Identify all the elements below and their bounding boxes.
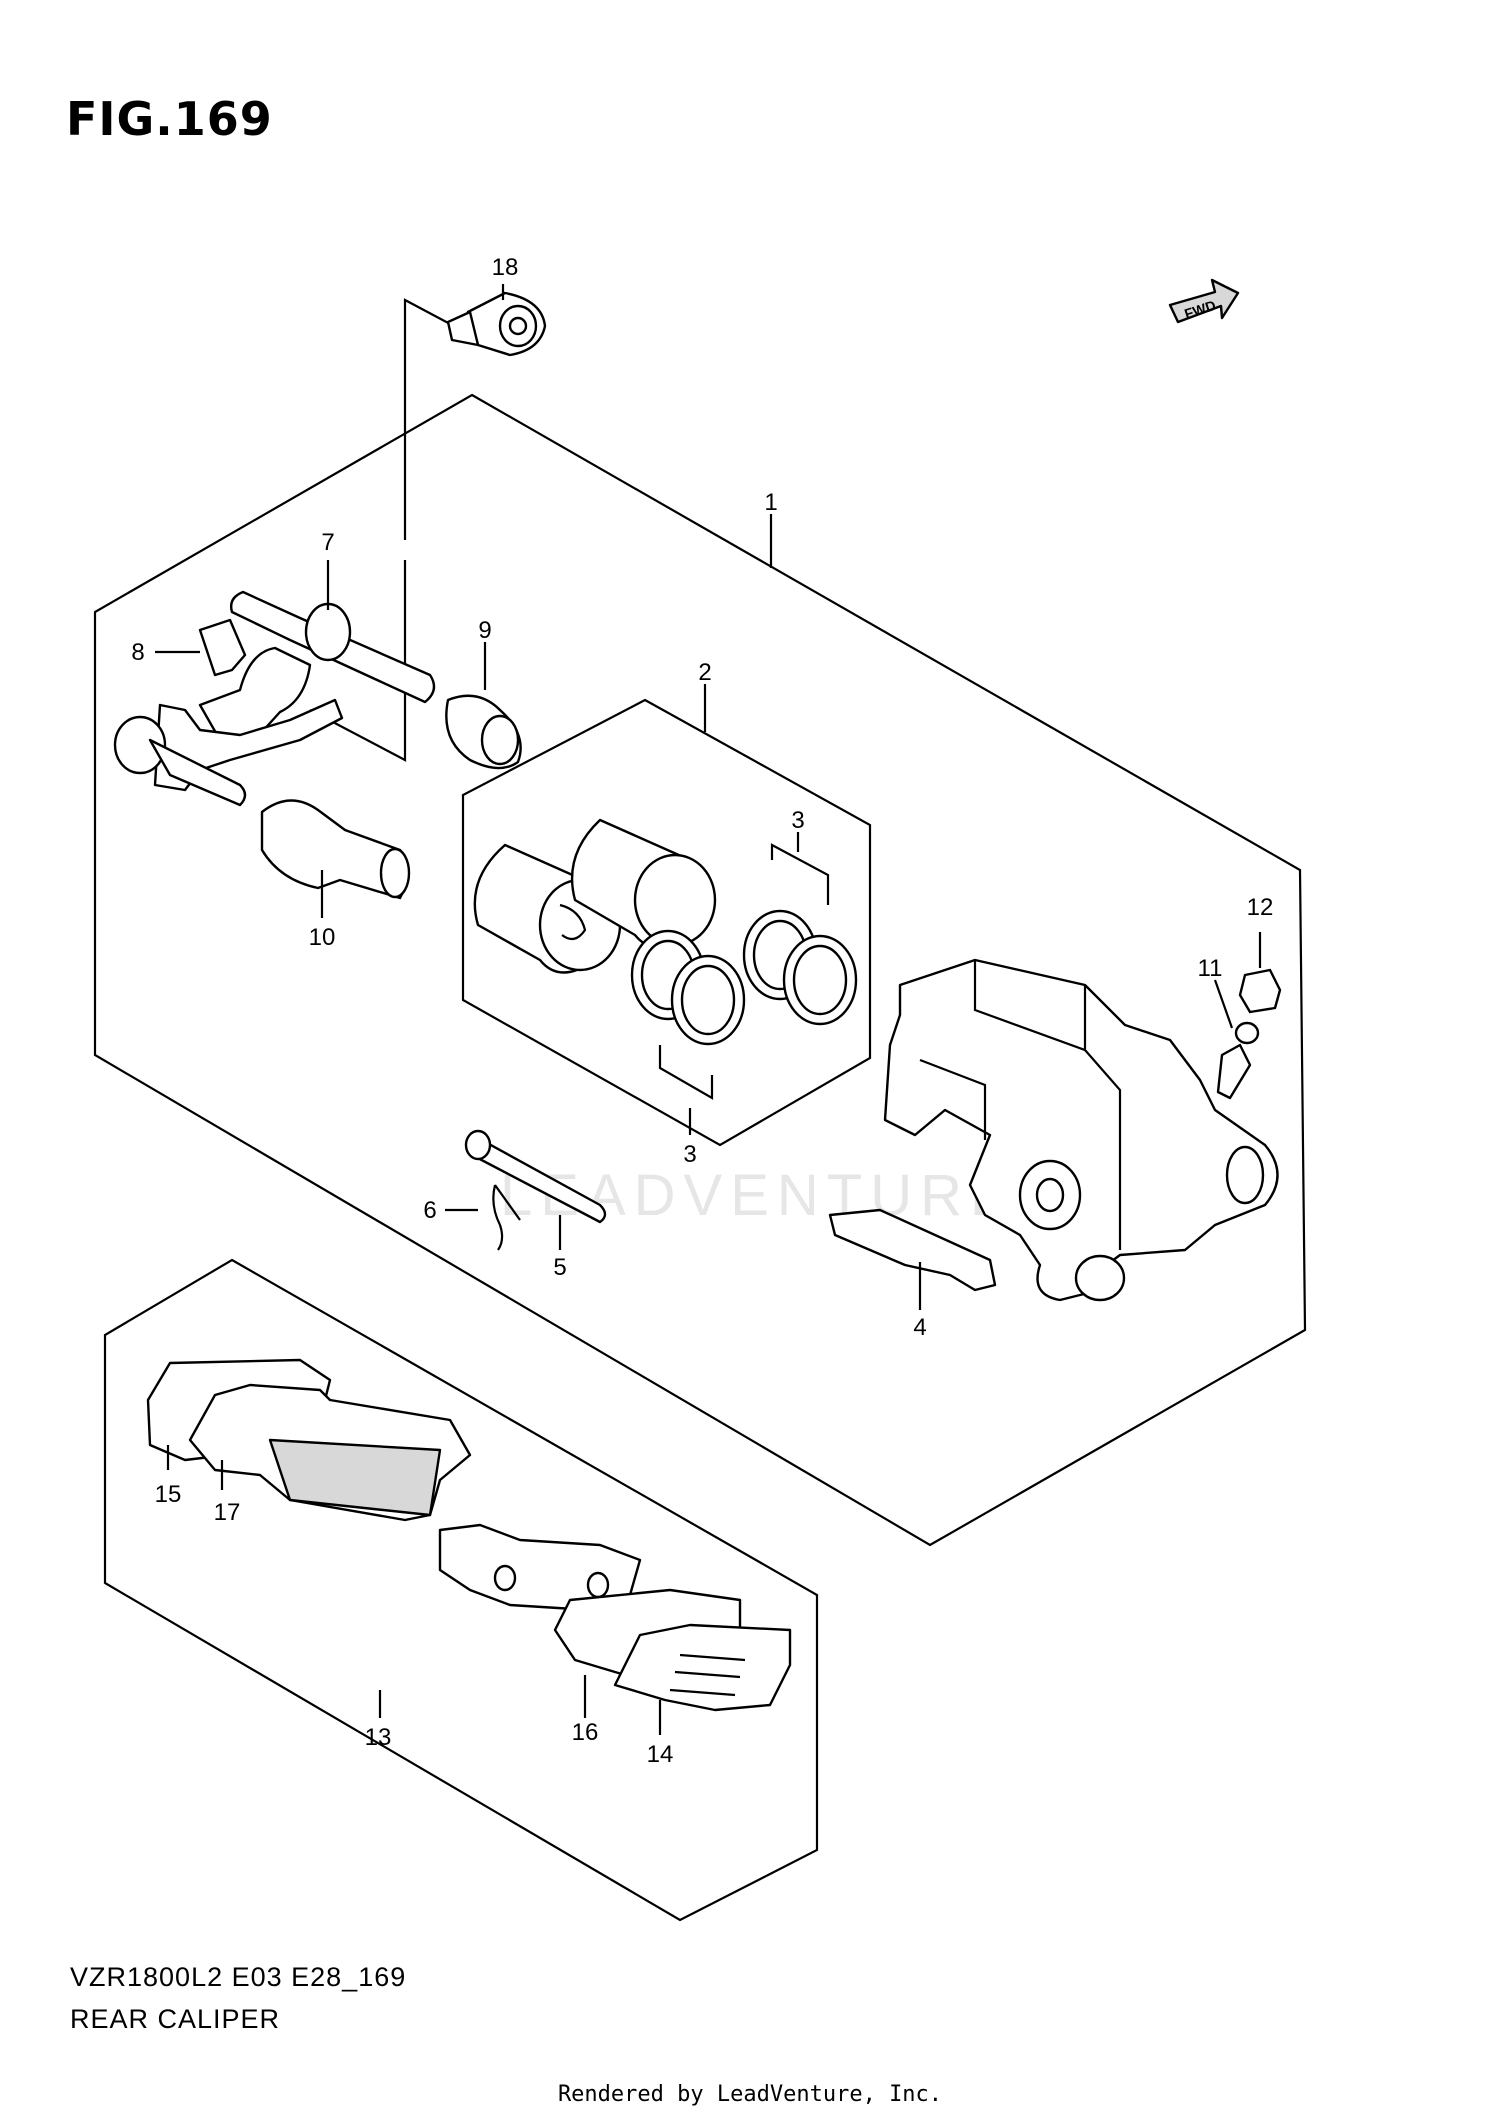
boot-part <box>445 694 522 770</box>
brake-pad-part <box>188 1383 472 1522</box>
pad-set-outline <box>103 1258 819 1922</box>
callout-14: 14 <box>647 1741 674 1768</box>
pad-spring-part <box>828 1208 997 1292</box>
seal-bracket-lower <box>658 1045 714 1100</box>
section-name: REAR CALIPER <box>70 2004 281 2034</box>
bolt-bracket-line <box>309 298 453 762</box>
seal-bracket-upper <box>770 843 830 905</box>
brake-pad-insulator-part <box>613 1623 792 1712</box>
piston-seal-part <box>630 909 858 1046</box>
clip-part <box>198 618 247 677</box>
callout-8: 8 <box>131 639 144 666</box>
callout-11: 11 <box>1198 955 1223 982</box>
callout-5: 5 <box>553 1254 566 1281</box>
slide-pin-part <box>198 590 436 747</box>
figure-title: FIG.169 <box>66 92 273 146</box>
callout-3-upper: 3 <box>791 807 804 834</box>
callout-13: 13 <box>365 1724 392 1751</box>
caliper-assembly-outline <box>93 393 1307 1547</box>
bleeder-cap-part <box>1238 968 1282 1014</box>
pin-clip-part <box>492 1184 521 1251</box>
forward-arrow-icon: FWD <box>1168 278 1240 324</box>
piston-part <box>473 843 622 974</box>
pad-pin-part <box>464 1129 607 1224</box>
callout-12: 12 <box>1247 894 1274 921</box>
callout-9: 9 <box>478 617 491 644</box>
caliper-body-part <box>883 958 1279 1302</box>
callout-3-lower: 3 <box>683 1141 696 1168</box>
callout-10: 10 <box>309 924 336 951</box>
callout-15: 15 <box>155 1481 182 1508</box>
bleeder-valve-part <box>1216 1021 1260 1100</box>
callout-18: 18 <box>492 254 519 281</box>
lower-pin-part <box>113 698 344 807</box>
credit-line: Rendered by LeadVenture, Inc. <box>557 2082 943 2107</box>
sleeve-part <box>260 799 411 900</box>
callout-1: 1 <box>764 489 777 516</box>
callout-17: 17 <box>214 1499 241 1526</box>
callout-16: 16 <box>572 1719 599 1746</box>
callout-4: 4 <box>913 1314 926 1341</box>
callout-2: 2 <box>698 659 711 686</box>
piston-set-outline <box>461 698 872 1147</box>
callout-6: 6 <box>423 1197 436 1224</box>
leader-lines <box>155 284 1262 1735</box>
piston-part-2 <box>570 818 717 949</box>
model-code: VZR1800L2 E03 E28_169 <box>70 1962 407 1992</box>
bolt-part <box>446 291 547 357</box>
callout-7: 7 <box>321 529 334 556</box>
